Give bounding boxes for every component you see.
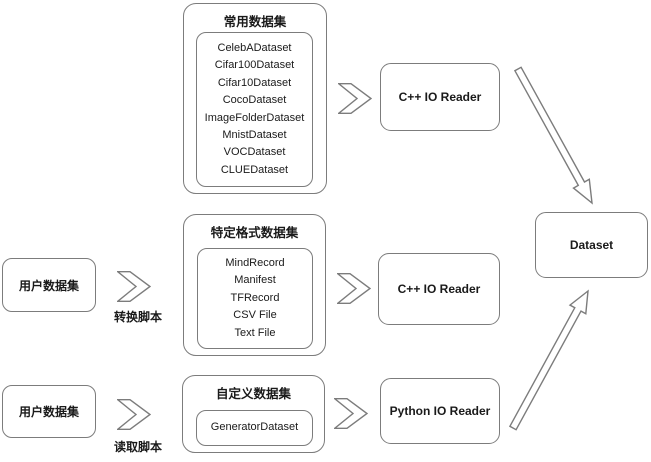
dataset-class-item: VOCDataset xyxy=(223,146,286,159)
group-custom-list: GeneratorDataset xyxy=(196,410,313,446)
dataset-class-item: CelebADataset xyxy=(217,41,292,54)
arrow-python-to-dataset-icon xyxy=(508,289,589,431)
read-script-label: 读取脚本 xyxy=(113,440,162,454)
dataset-class-item: CocoDataset xyxy=(222,94,287,107)
group-custom-title: 自定义数据集 xyxy=(215,387,291,401)
group-specific-format-list: MindRecord Manifest TFRecord CSV File Te… xyxy=(197,248,313,349)
dataset-class-item: GeneratorDataset xyxy=(210,421,299,434)
dataset-format-item: CSV File xyxy=(233,309,277,322)
group-specific-format-title: 特定格式数据集 xyxy=(210,226,299,240)
chevron-common-to-cpp-icon xyxy=(338,83,372,114)
dataset-class-item: Cifar10Dataset xyxy=(217,76,292,89)
group-common-list: CelebADataset Cifar100Dataset Cifar10Dat… xyxy=(196,32,313,187)
cpp-io-reader-top-node: C++ IO Reader xyxy=(380,63,500,131)
dataset-class-item: Cifar100Dataset xyxy=(214,59,295,72)
cpp-io-reader-mid-node: C++ IO Reader xyxy=(378,253,500,325)
python-io-reader-node: Python IO Reader xyxy=(380,378,500,444)
dataset-class-item: ImageFolderDataset xyxy=(204,111,305,124)
dataset-format-item: MindRecord xyxy=(225,256,285,269)
chevron-user-to-custom-icon xyxy=(117,399,151,430)
group-custom-datasets: 自定义数据集 GeneratorDataset xyxy=(182,375,325,453)
dataset-format-item: Text File xyxy=(234,326,276,339)
user-dataset-bottom-node: 用户数据集 xyxy=(2,385,96,438)
dataset-output-node: Dataset xyxy=(535,212,648,278)
convert-script-label: 转换脚本 xyxy=(113,310,162,324)
group-specific-format-datasets: 特定格式数据集 MindRecord Manifest TFRecord CSV… xyxy=(183,214,326,356)
chevron-specific-to-cpp-icon xyxy=(337,273,371,304)
dataset-class-item: MnistDataset xyxy=(222,128,287,141)
arrow-cpp-top-to-dataset-icon xyxy=(513,66,593,205)
dataset-class-item: CLUEDataset xyxy=(220,163,289,176)
group-common-title: 常用数据集 xyxy=(223,15,287,29)
group-common-datasets: 常用数据集 CelebADataset Cifar100Dataset Cifa… xyxy=(183,3,327,194)
chevron-custom-to-python-icon xyxy=(334,398,368,429)
dataset-format-item: Manifest xyxy=(234,274,276,287)
user-dataset-mid-node: 用户数据集 xyxy=(2,258,96,312)
chevron-user-to-specific-icon xyxy=(117,271,151,302)
dataset-format-item: TFRecord xyxy=(230,291,280,304)
